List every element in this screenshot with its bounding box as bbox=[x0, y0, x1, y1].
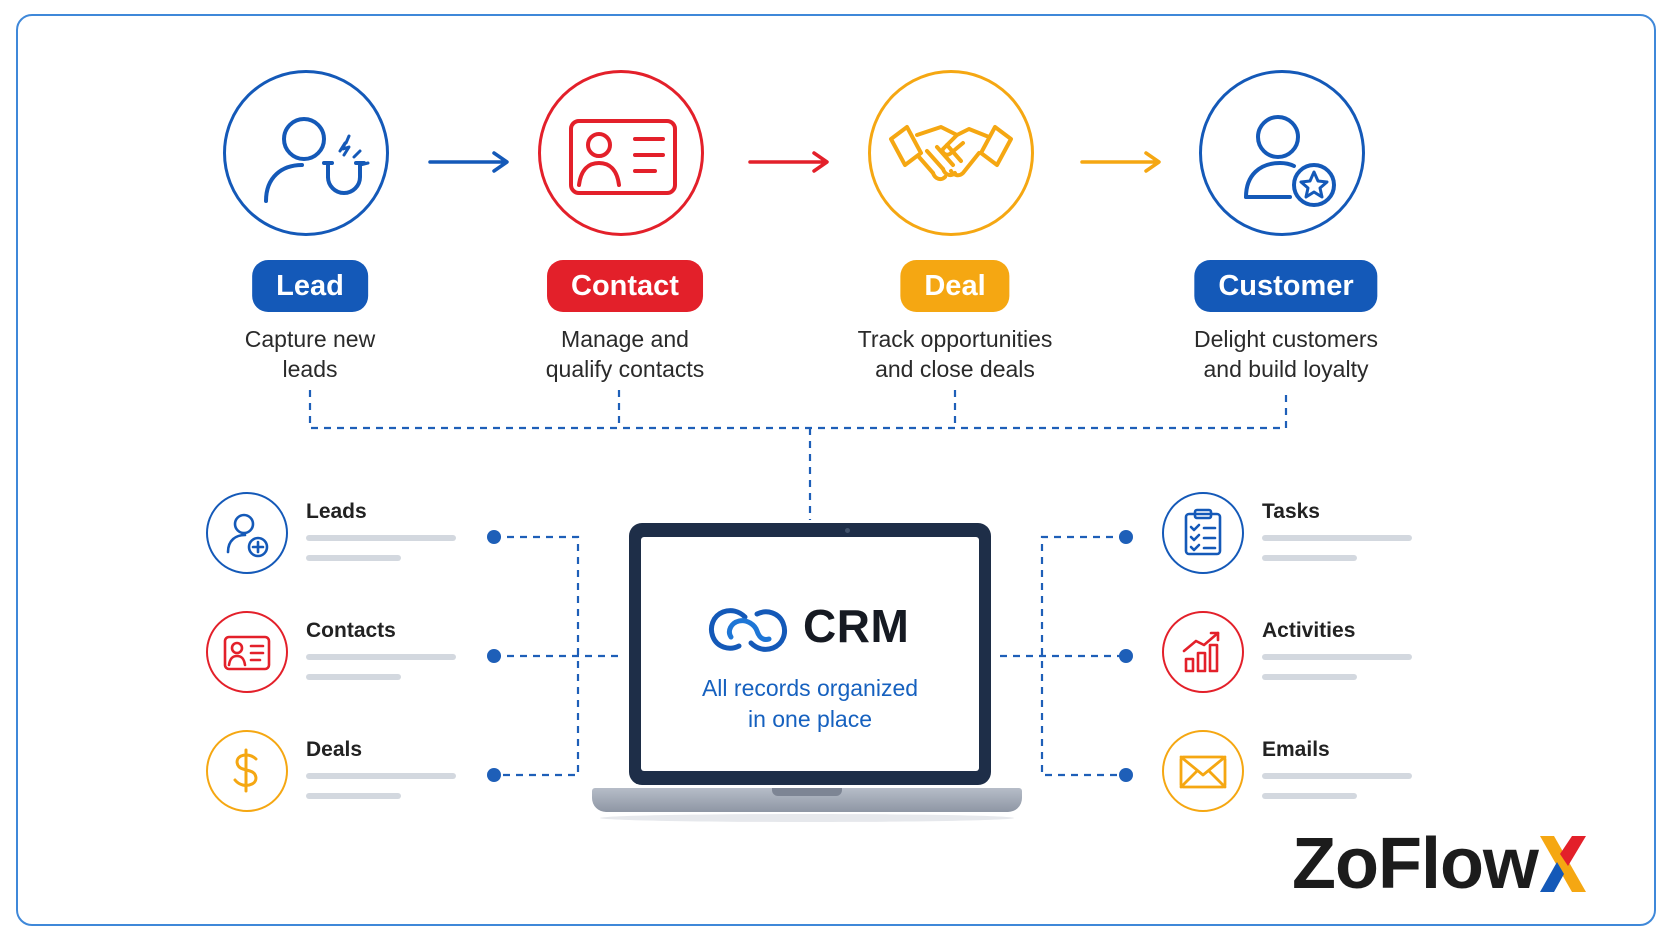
laptop-notch bbox=[772, 788, 842, 796]
connector-dot-leads bbox=[487, 530, 501, 544]
stage-lead-circle bbox=[223, 70, 389, 236]
module-activities-placeholder-line bbox=[1262, 674, 1357, 680]
module-leads-label: Leads bbox=[306, 500, 367, 523]
module-contacts-circle bbox=[206, 611, 288, 693]
laptop-shadow bbox=[600, 814, 1014, 822]
module-deals-label: Deals bbox=[306, 738, 363, 761]
crm-title: CRM bbox=[803, 600, 910, 652]
connector-dot-emails bbox=[1119, 768, 1133, 782]
stage-contact-circle bbox=[538, 70, 704, 236]
module-deals-placeholder-line bbox=[306, 793, 401, 799]
module-activities: Activities bbox=[1162, 611, 1462, 695]
module-leads-placeholder-line bbox=[306, 555, 401, 561]
module-contacts: Contacts bbox=[206, 611, 506, 695]
stage-customer-label: Customer bbox=[1194, 260, 1378, 312]
user-star-icon bbox=[1244, 115, 1336, 207]
module-tasks-label: Tasks bbox=[1262, 500, 1320, 523]
module-activities-circle bbox=[1162, 611, 1244, 693]
flow-arrow-lead-contact bbox=[428, 151, 509, 173]
user-plus-icon bbox=[226, 513, 269, 558]
contact-card-icon bbox=[569, 119, 677, 195]
stage-bus-line bbox=[308, 390, 1288, 430]
brand-x-icon bbox=[1539, 836, 1586, 892]
module-tasks-placeholder-line bbox=[1262, 555, 1357, 561]
stage-deal-label: Deal bbox=[900, 260, 1010, 312]
contact-card-icon bbox=[223, 635, 271, 671]
module-emails-placeholder-line bbox=[1262, 773, 1412, 779]
module-deals-circle bbox=[206, 730, 288, 812]
flow-arrow-deal-customer bbox=[1080, 151, 1161, 173]
stage-deal-description: Track opportunities and close deals bbox=[857, 326, 1053, 382]
user-magnet-icon bbox=[264, 117, 370, 203]
stage-customer-circle bbox=[1199, 70, 1365, 236]
module-activities-label: Activities bbox=[1262, 619, 1356, 642]
dollar-icon bbox=[233, 748, 258, 793]
brand-name-prefix: ZoFlow bbox=[1292, 824, 1539, 904]
stage-deal-circle bbox=[868, 70, 1034, 236]
connector-dot-tasks bbox=[1119, 530, 1133, 544]
clipboard-checklist-icon bbox=[1184, 508, 1222, 556]
brand-x-mark bbox=[1538, 834, 1588, 894]
handshake-icon bbox=[889, 125, 1013, 182]
stage-customer-description: Delight customers and build loyalty bbox=[1193, 326, 1379, 382]
zoflowx-logo: ZoFlow bbox=[1292, 826, 1588, 902]
module-deals-placeholder-line bbox=[306, 773, 456, 779]
laptop-camera bbox=[845, 528, 850, 533]
left-bracket-line bbox=[494, 535, 580, 777]
module-tasks: Tasks bbox=[1162, 492, 1462, 576]
module-leads-circle bbox=[206, 492, 288, 574]
module-emails-circle bbox=[1162, 730, 1244, 812]
module-deals: Deals bbox=[206, 730, 506, 814]
module-leads: Leads bbox=[206, 492, 506, 576]
stage-lead-label: Lead bbox=[252, 260, 368, 312]
crm-subtitle: All records organized in one place bbox=[701, 675, 919, 732]
module-contacts-label: Contacts bbox=[306, 619, 396, 642]
envelope-icon bbox=[1179, 755, 1227, 789]
flow-arrow-contact-deal bbox=[748, 151, 829, 173]
module-emails: Emails bbox=[1162, 730, 1462, 814]
crm-linked-rings-icon bbox=[708, 608, 788, 652]
right-bracket-line bbox=[1040, 535, 1126, 777]
module-emails-label: Emails bbox=[1262, 738, 1330, 761]
module-tasks-circle bbox=[1162, 492, 1244, 574]
connector-dot-activities bbox=[1119, 649, 1133, 663]
bar-chart-growth-icon bbox=[1182, 631, 1220, 673]
crm-laptop: CRM All records organized in one place bbox=[592, 523, 1022, 828]
laptop-screen: CRM All records organized in one place bbox=[641, 537, 979, 771]
module-tasks-placeholder-line bbox=[1262, 535, 1412, 541]
stage-contact-label: Contact bbox=[547, 260, 703, 312]
connector-dot-deals bbox=[487, 768, 501, 782]
module-emails-placeholder-line bbox=[1262, 793, 1357, 799]
module-contacts-placeholder-line bbox=[306, 654, 456, 660]
module-activities-placeholder-line bbox=[1262, 654, 1412, 660]
module-leads-placeholder-line bbox=[306, 535, 456, 541]
connector-dot-contacts bbox=[487, 649, 501, 663]
stage-lead-description: Capture new leads bbox=[244, 326, 376, 382]
stage-contact-description: Manage and qualify contacts bbox=[545, 326, 705, 382]
module-contacts-placeholder-line bbox=[306, 674, 401, 680]
